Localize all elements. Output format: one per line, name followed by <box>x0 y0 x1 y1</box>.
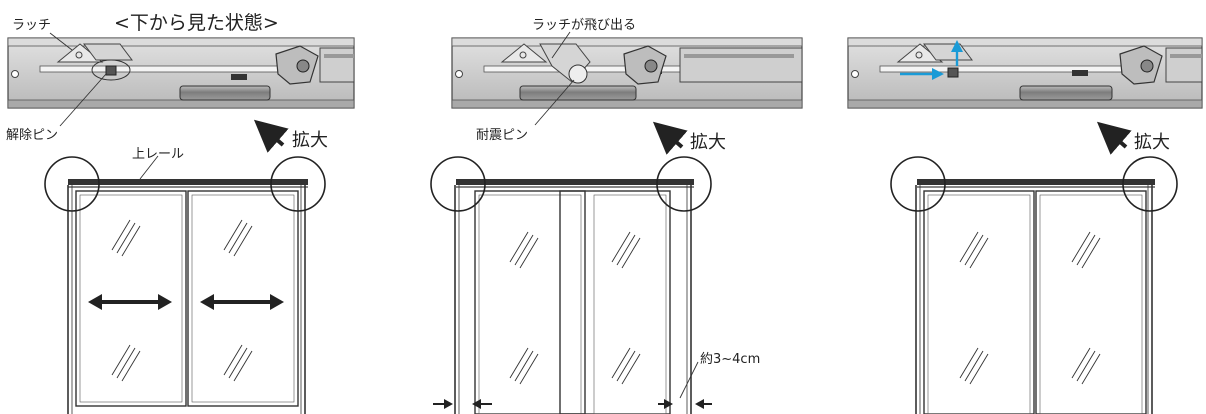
door-panel-right <box>187 190 299 407</box>
leader-release-pin <box>59 73 107 127</box>
panel-1 <box>7 32 355 414</box>
label-latch: ラッチ <box>12 18 52 33</box>
door-panel-right <box>559 190 671 414</box>
label-latch-pops-out: ラッチが飛び出る <box>532 18 637 33</box>
double-arrow-icon <box>88 294 284 310</box>
arrow-icon <box>900 40 963 80</box>
label-enlarge: 拡大 <box>292 130 328 151</box>
zoom-circle-right <box>656 156 712 212</box>
label-enlarge: 拡大 <box>1134 132 1170 153</box>
zoom-circle-left <box>44 156 100 212</box>
label-release-pin: 解除ピン <box>6 128 59 143</box>
rail-mechanism-1 <box>7 37 355 109</box>
rail-mechanism-3 <box>847 37 1203 109</box>
arrow-up-left-icon <box>1096 121 1132 155</box>
door-panel-left <box>474 190 586 414</box>
panel-2 <box>430 31 803 414</box>
leader-latch-pops <box>551 31 571 59</box>
zoom-circle-right <box>1122 156 1178 212</box>
door-panel-left <box>75 190 187 407</box>
rail-mechanism-2 <box>451 37 803 109</box>
arrow-up-left-icon <box>253 119 289 153</box>
label-view-from-below: <下から見た状態> <box>114 12 279 34</box>
leader-gap <box>679 361 699 399</box>
door-panel-left <box>923 190 1035 414</box>
label-upper-rail: 上レール <box>132 147 185 162</box>
leader-upper-rail <box>139 155 159 180</box>
label-gap: 約3~4cm <box>700 352 761 367</box>
panel-3 <box>847 37 1203 414</box>
leader-quake-pin <box>534 79 575 126</box>
leader-latch <box>49 32 73 51</box>
label-enlarge: 拡大 <box>690 132 726 153</box>
zoom-circle-right <box>270 156 326 212</box>
label-quake-pin: 耐震ピン <box>476 128 529 143</box>
zoom-circle-left <box>890 156 946 212</box>
door-panel-right <box>1035 190 1147 414</box>
zoom-circle-left <box>430 156 486 212</box>
arrow-up-left-icon <box>652 121 688 155</box>
gap-arrows <box>433 399 712 409</box>
